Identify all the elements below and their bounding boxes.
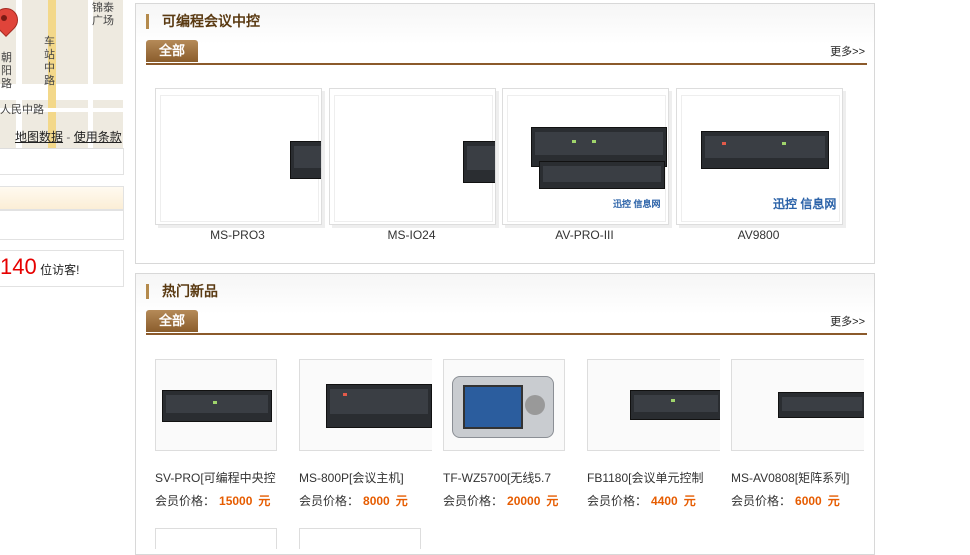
product-card[interactable]: 迅控 信息网 AV9800 xyxy=(676,88,843,242)
product-name[interactable]: MS-PRO3 xyxy=(210,228,265,242)
product-card[interactable]: MS-AV0808[矩阵系列] 会员价格：6000 元 xyxy=(731,359,865,509)
device-image xyxy=(778,392,864,418)
member-price: 会员价格：6000 元 xyxy=(731,492,865,509)
touch-panel-image xyxy=(452,376,554,438)
tab-all[interactable]: 全部 xyxy=(146,310,198,332)
product-name[interactable]: MS-AV0808[矩阵系列] xyxy=(731,471,850,485)
map-links: 地图数据 - 使用条款 xyxy=(15,128,122,145)
map-label: 路 xyxy=(1,78,12,90)
map-road xyxy=(0,108,123,112)
map-road xyxy=(48,0,56,148)
tab-bar: 全部 更多>> xyxy=(146,40,867,65)
product-name[interactable]: TF-WZ5700[无线5.7 xyxy=(443,471,552,485)
visitor-counter: 140 位访客! xyxy=(0,254,79,280)
price-unit: 元 xyxy=(546,494,559,508)
device-image xyxy=(463,141,495,183)
price-value: 20000 xyxy=(507,494,541,508)
map-label: 朝 xyxy=(1,52,12,64)
map-label: 阳 xyxy=(1,65,12,77)
more-link[interactable]: 更多>> xyxy=(830,316,865,328)
map-widget[interactable]: 锦泰广场 车 站 中 路 朝 阳 路 人民中路 地图数据 - 使用条款 xyxy=(0,0,123,149)
visitor-text: 位访客! xyxy=(40,263,80,277)
product-name[interactable]: MS-800P[会议主机] xyxy=(299,471,404,485)
price-unit: 元 xyxy=(258,494,271,508)
price-label: 会员价格： xyxy=(443,494,504,508)
map-pin-dot-icon xyxy=(1,15,7,21)
price-unit: 元 xyxy=(395,494,408,508)
product-image[interactable] xyxy=(155,88,322,225)
price-value: 8000 xyxy=(363,494,390,508)
product-card[interactable]: MS-IO24 xyxy=(329,88,496,242)
device-image xyxy=(630,390,720,420)
product-card[interactable]: FB1180[会议单元控制 会员价格：4400 元 xyxy=(587,359,721,509)
product-name[interactable]: SV-PRO[可编程中央控 xyxy=(155,471,276,485)
map-road xyxy=(16,0,22,148)
device-image xyxy=(326,384,432,428)
price-value: 6000 xyxy=(795,494,822,508)
price-label: 会员价格： xyxy=(731,494,792,508)
map-road xyxy=(88,0,93,148)
product-name[interactable]: MS-IO24 xyxy=(387,228,436,242)
product-image-partial[interactable] xyxy=(155,528,277,549)
left-box-header xyxy=(0,186,124,210)
product-name[interactable]: FB1180[会议单元控制 xyxy=(587,471,704,485)
map-data-link[interactable]: 地图数据 xyxy=(15,130,64,144)
product-image[interactable] xyxy=(731,359,864,451)
product-image[interactable] xyxy=(587,359,720,451)
map-links-separator: - xyxy=(66,130,71,144)
map-label: 锦泰广场 xyxy=(92,2,114,27)
product-name[interactable]: AV-PRO-III xyxy=(555,228,614,242)
map-label: 路 xyxy=(44,75,55,87)
member-price: 会员价格：20000 元 xyxy=(443,492,577,509)
price-label: 会员价格： xyxy=(587,494,648,508)
product-image[interactable] xyxy=(155,359,277,451)
price-value: 15000 xyxy=(219,494,253,508)
product-card[interactable]: MS-800P[会议主机] 会员价格：8000 元 xyxy=(299,359,433,509)
visitor-count: 140 xyxy=(0,254,37,279)
more-link[interactable]: 更多>> xyxy=(830,46,865,58)
product-image[interactable] xyxy=(443,359,565,451)
terms-link[interactable]: 使用条款 xyxy=(73,130,122,144)
left-box xyxy=(0,210,124,240)
price-label: 会员价格： xyxy=(155,494,216,508)
programmable-control-panel: 可编程会议中控 全部 更多>> MS-PRO3 MS-IO24 迅控 信息网 A… xyxy=(135,3,875,264)
map-label: 人民中路 xyxy=(0,104,44,116)
device-image xyxy=(531,127,667,167)
tab-bar: 全部 更多>> xyxy=(146,310,867,335)
member-price: 会员价格：8000 元 xyxy=(299,492,433,509)
tab-all[interactable]: 全部 xyxy=(146,40,198,62)
left-box xyxy=(0,148,124,175)
member-price: 会员价格：15000 元 xyxy=(155,492,289,509)
product-image-partial[interactable] xyxy=(299,528,421,549)
price-label: 会员价格： xyxy=(299,494,360,508)
price-value: 4400 xyxy=(651,494,678,508)
member-price: 会员价格：4400 元 xyxy=(587,492,721,509)
product-image[interactable] xyxy=(299,359,432,451)
map-label: 中 xyxy=(44,62,55,74)
watermark-logo: 迅控 信息网 xyxy=(773,197,837,211)
panel-title: 热门新品 xyxy=(146,283,218,299)
watermark-logo: 迅控 信息网 xyxy=(613,199,661,209)
product-card[interactable]: SV-PRO[可编程中央控 会员价格：15000 元 xyxy=(155,359,289,509)
product-card[interactable]: MS-PRO3 xyxy=(155,88,322,242)
device-image xyxy=(701,131,829,169)
price-unit: 元 xyxy=(827,494,840,508)
product-image[interactable] xyxy=(329,88,496,225)
visitor-box xyxy=(0,250,124,287)
map-label: 车 xyxy=(44,36,55,48)
product-image[interactable]: 迅控 信息网 xyxy=(676,88,843,225)
product-name[interactable]: AV9800 xyxy=(737,228,780,242)
device-image xyxy=(290,141,321,179)
map-label: 站 xyxy=(44,49,55,61)
device-image xyxy=(539,161,665,189)
product-image[interactable]: 迅控 信息网 xyxy=(502,88,669,225)
panel-title: 可编程会议中控 xyxy=(146,13,260,29)
device-image xyxy=(162,390,272,422)
price-unit: 元 xyxy=(683,494,696,508)
product-card[interactable]: TF-WZ5700[无线5.7 会员价格：20000 元 xyxy=(443,359,577,509)
product-card[interactable]: 迅控 信息网 AV-PRO-III xyxy=(502,88,669,242)
